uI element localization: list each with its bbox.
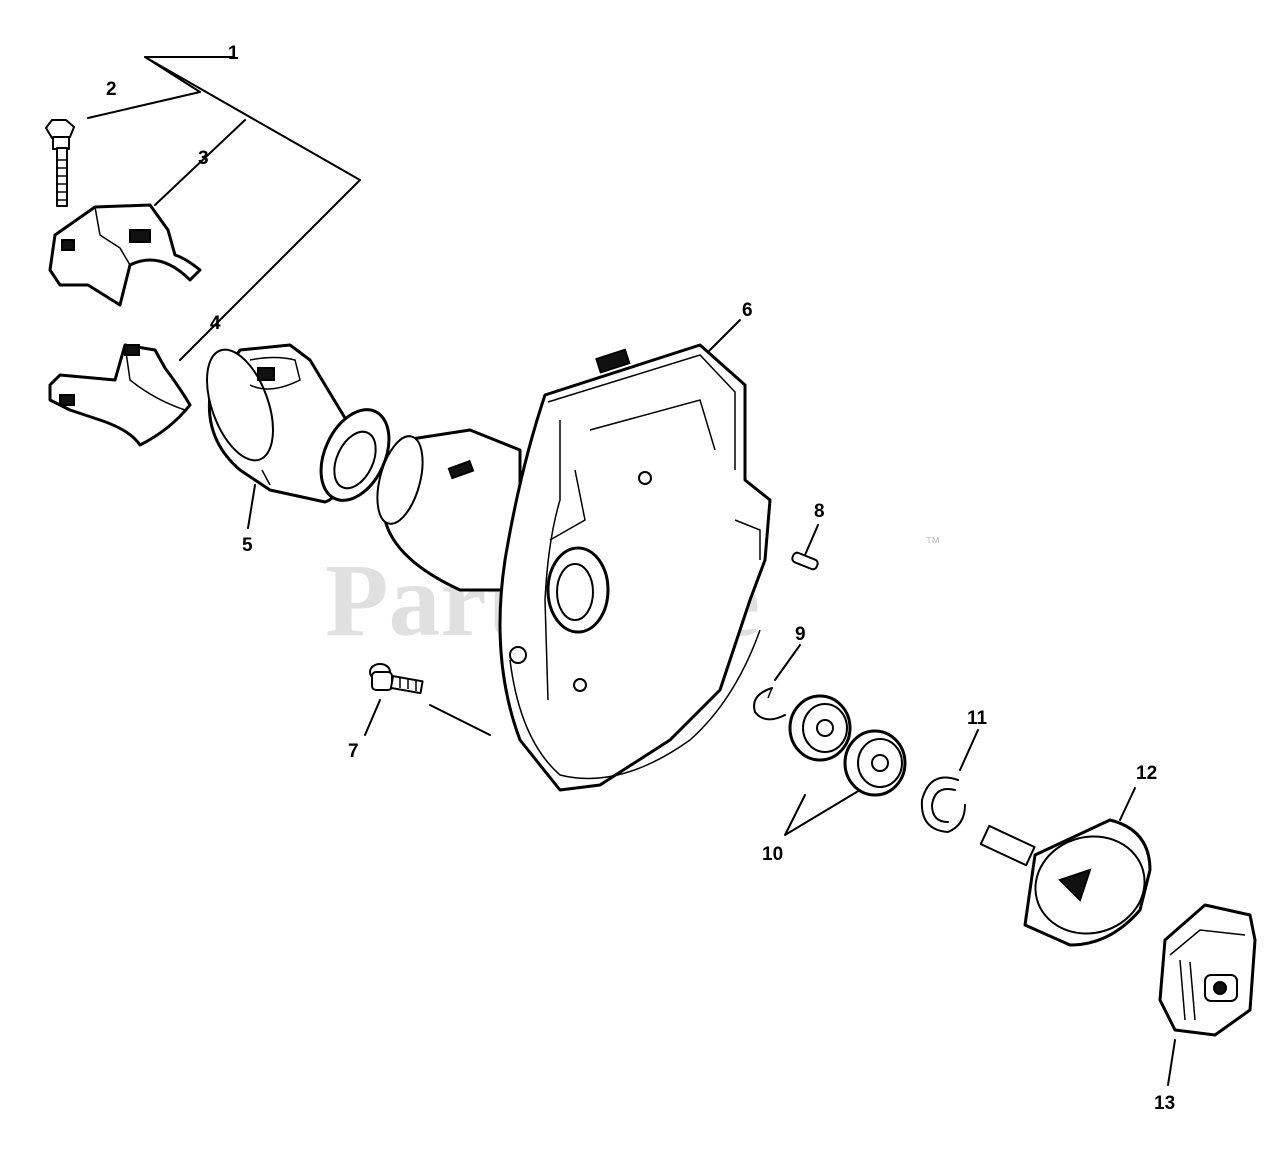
callout-1: 1	[228, 43, 239, 64]
leader-7b	[429, 704, 491, 736]
callout-5: 5	[242, 535, 253, 556]
leader-5	[247, 484, 256, 529]
callout-9: 9	[795, 624, 806, 645]
part-9-snap-ring	[753, 687, 786, 721]
leader-lines	[87, 56, 1176, 1086]
leader-9	[774, 644, 801, 681]
leader-10	[784, 789, 861, 836]
leader-13	[1167, 1039, 1176, 1086]
watermark-trademark: ™	[925, 535, 941, 552]
leader-11	[959, 729, 979, 771]
leader-7a	[364, 699, 381, 736]
callout-11: 11	[967, 708, 988, 729]
part-8-pin	[791, 551, 819, 571]
leader-12	[1119, 787, 1136, 821]
callout-4: 4	[210, 313, 221, 334]
part-7-screw	[369, 663, 424, 695]
callout-10: 10	[762, 844, 783, 865]
leader-8	[804, 524, 819, 556]
callout-13: 13	[1154, 1093, 1175, 1114]
callout-6: 6	[742, 300, 753, 321]
part-12-clutch-drum	[979, 818, 1152, 947]
part-4-clamp-lower	[48, 343, 192, 447]
part-5-sleeve	[206, 343, 391, 504]
callout-labels: 1 2 3 4 5 6 7 8 9 10 11 12 13	[106, 43, 1175, 1114]
leader-3	[154, 119, 246, 206]
callout-12: 12	[1136, 763, 1157, 784]
callout-2: 2	[106, 79, 117, 100]
callout-7: 7	[348, 741, 359, 762]
part-3-clamp-upper	[48, 203, 202, 307]
part-11-snap-ring	[920, 776, 966, 833]
leader-1-main	[144, 56, 361, 181]
callout-3: 3	[198, 148, 209, 169]
leader-1-bracket	[144, 56, 233, 93]
part-2-bolt	[45, 119, 75, 207]
leader-2	[87, 91, 201, 119]
leader-6	[704, 319, 741, 356]
leader-1-to-4	[179, 179, 361, 361]
part-10-bearings	[788, 694, 907, 797]
callout-8: 8	[814, 501, 825, 522]
part-6-housing	[376, 343, 772, 792]
part-13-clutch-shoe	[1158, 903, 1257, 1037]
